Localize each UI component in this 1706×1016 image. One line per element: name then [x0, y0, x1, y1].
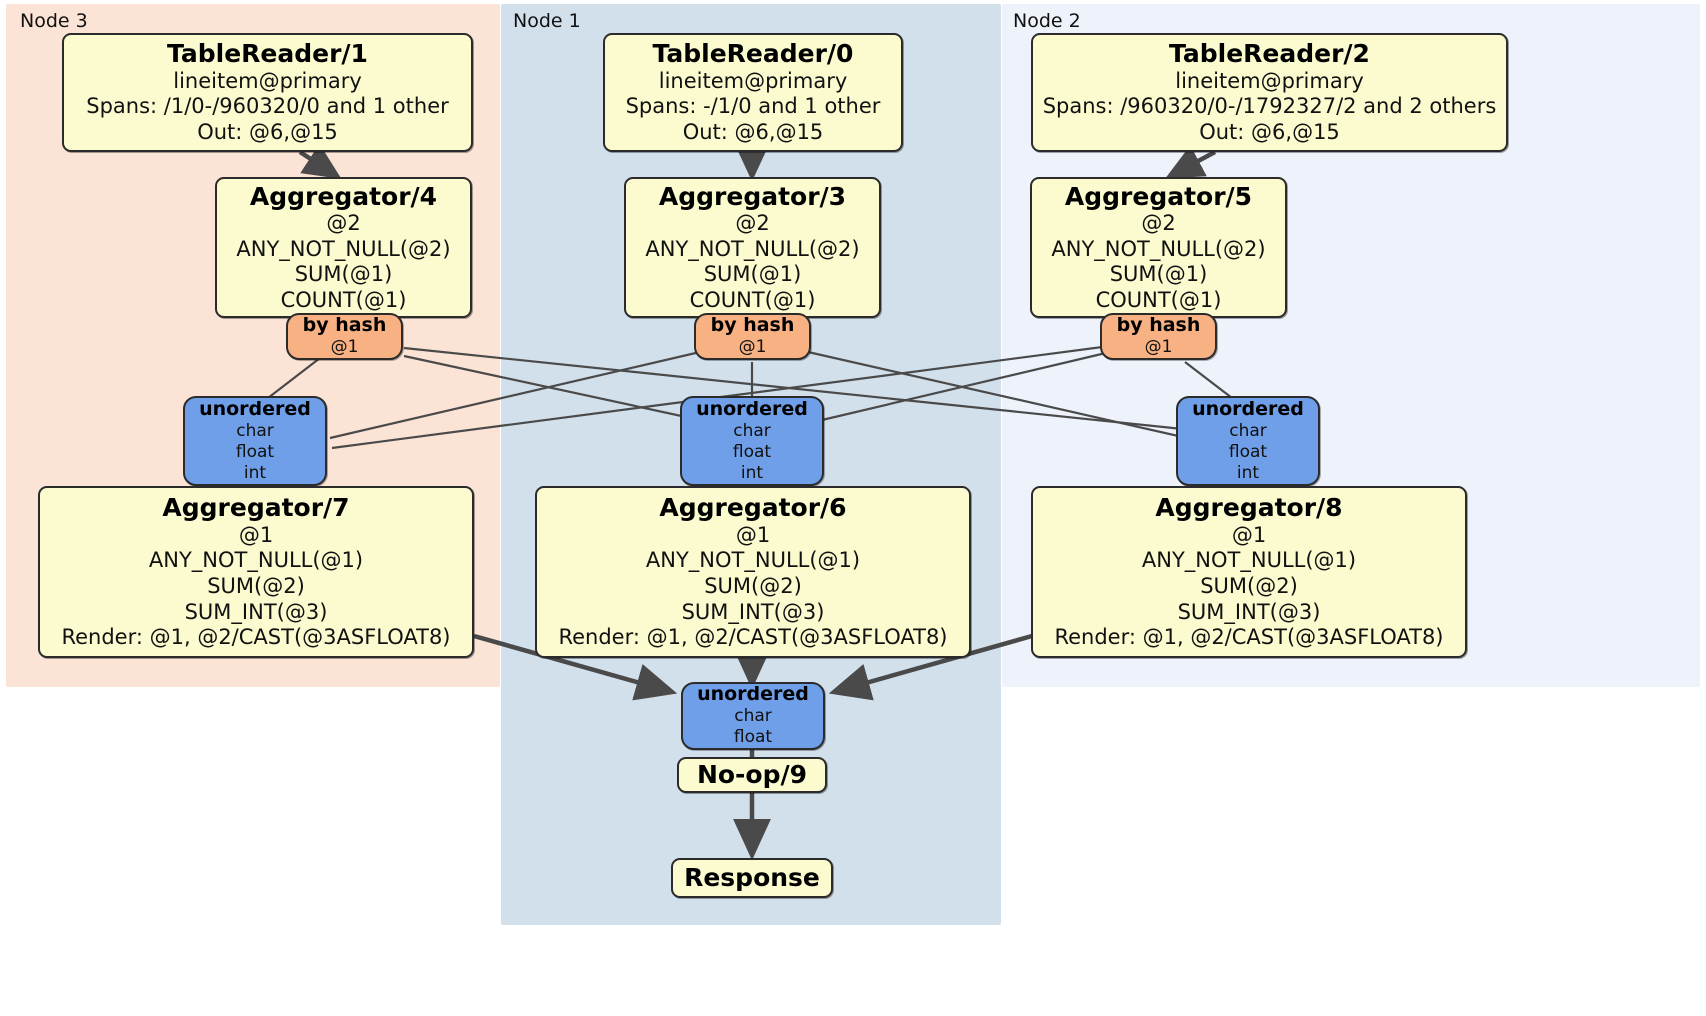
processor-tablereader-1[interactable]: TableReader/1 lineitem@primary Spans: /1… — [62, 33, 473, 152]
router-line: @1 — [330, 337, 359, 358]
router-title: unordered — [1192, 397, 1304, 420]
processor-title: No-op/9 — [696, 760, 808, 790]
processor-line: ANY_NOT_NULL(@1) — [645, 548, 861, 573]
output-router-by-hash-right[interactable]: by hash @1 — [1100, 313, 1217, 360]
router-title: by hash — [302, 314, 387, 337]
processor-title: TableReader/2 — [1169, 39, 1370, 69]
node-panel-label-node2: Node 2 — [1013, 10, 1081, 32]
processor-aggregator-8[interactable]: Aggregator/8 @1 ANY_NOT_NULL(@1) SUM(@2)… — [1031, 486, 1467, 658]
processor-title: Aggregator/4 — [249, 181, 438, 211]
processor-title: Aggregator/3 — [658, 181, 847, 211]
processor-title: Response — [684, 863, 820, 893]
processor-response[interactable]: Response — [671, 858, 833, 898]
router-line: int — [243, 463, 267, 484]
processor-title: Aggregator/8 — [1155, 493, 1343, 523]
processor-line: ANY_NOT_NULL(@2) — [1051, 236, 1266, 261]
processor-no-op-9[interactable]: No-op/9 — [677, 757, 827, 793]
processor-line: Out: @6,@15 — [197, 120, 338, 145]
input-sync-unordered-right[interactable]: unordered char float int — [1176, 396, 1320, 486]
processor-line: Spans: /960320/0-/1792327/2 and 2 others — [1042, 94, 1497, 119]
router-line: @1 — [738, 337, 767, 358]
router-line: char — [236, 420, 274, 441]
router-line: float — [732, 441, 772, 462]
processor-tablereader-0[interactable]: TableReader/0 lineitem@primary Spans: -/… — [603, 33, 903, 152]
processor-line: SUM(@1) — [294, 262, 393, 287]
router-line: @1 — [1144, 337, 1173, 358]
processor-line: SUM(@1) — [1109, 262, 1208, 287]
processor-line: COUNT(@1) — [1095, 287, 1222, 312]
router-title: unordered — [697, 683, 809, 706]
input-sync-unordered-mid[interactable]: unordered char float int — [680, 396, 824, 486]
input-sync-unordered-final[interactable]: unordered char float — [681, 682, 825, 750]
processor-line: SUM(@2) — [704, 573, 802, 598]
processor-line: ANY_NOT_NULL(@2) — [236, 236, 451, 261]
processor-line: @1 — [735, 522, 771, 547]
processor-line: ANY_NOT_NULL(@2) — [645, 236, 860, 261]
node-panel-label-node3: Node 3 — [20, 10, 88, 32]
processor-tablereader-2[interactable]: TableReader/2 lineitem@primary Spans: /9… — [1031, 33, 1508, 152]
processor-line: SUM_INT(@3) — [681, 599, 825, 624]
router-line: float — [1228, 441, 1268, 462]
processor-title: TableReader/1 — [167, 39, 368, 69]
processor-line: Out: @6,@15 — [682, 120, 824, 145]
processor-aggregator-7[interactable]: Aggregator/7 @1 ANY_NOT_NULL(@1) SUM(@2)… — [38, 486, 474, 658]
router-line: float — [733, 727, 773, 748]
processor-line: lineitem@primary — [173, 68, 362, 93]
processor-line: Render: @1, @2/CAST(@3ASFLOAT8) — [61, 625, 451, 650]
processor-line: Spans: -/1/0 and 1 other — [625, 94, 881, 119]
processor-line: @2 — [1141, 211, 1176, 236]
processor-line: ANY_NOT_NULL(@1) — [148, 548, 364, 573]
processor-line: SUM(@2) — [1200, 573, 1298, 598]
processor-aggregator-4[interactable]: Aggregator/4 @2 ANY_NOT_NULL(@2) SUM(@1)… — [215, 177, 472, 318]
router-line: char — [734, 706, 772, 727]
processor-line: Render: @1, @2/CAST(@3ASFLOAT8) — [1054, 625, 1444, 650]
router-title: unordered — [696, 397, 808, 420]
router-line: char — [1229, 420, 1267, 441]
router-title: by hash — [710, 314, 795, 337]
processor-aggregator-6[interactable]: Aggregator/6 @1 ANY_NOT_NULL(@1) SUM(@2)… — [535, 486, 971, 658]
processor-line: lineitem@primary — [658, 68, 848, 93]
router-title: unordered — [199, 397, 311, 420]
processor-line: ANY_NOT_NULL(@1) — [1141, 548, 1357, 573]
processor-line: @2 — [735, 211, 770, 236]
router-title: by hash — [1116, 314, 1201, 337]
router-line: float — [235, 441, 275, 462]
processor-line: SUM(@1) — [703, 262, 802, 287]
processor-title: TableReader/0 — [652, 39, 854, 69]
processor-title: Aggregator/5 — [1064, 181, 1253, 211]
processor-aggregator-5[interactable]: Aggregator/5 @2 ANY_NOT_NULL(@2) SUM(@1)… — [1030, 177, 1287, 318]
processor-line: @1 — [1231, 522, 1267, 547]
processor-line: Render: @1, @2/CAST(@3ASFLOAT8) — [558, 625, 948, 650]
processor-line: COUNT(@1) — [280, 287, 407, 312]
router-line: int — [1236, 463, 1260, 484]
output-router-by-hash-mid[interactable]: by hash @1 — [694, 313, 811, 360]
processor-line: SUM_INT(@3) — [184, 599, 328, 624]
processor-line: lineitem@primary — [1175, 68, 1364, 93]
processor-line: Spans: /1/0-/960320/0 and 1 other — [86, 94, 449, 119]
processor-line: COUNT(@1) — [689, 287, 816, 312]
processor-line: @2 — [326, 211, 361, 236]
processor-line: SUM(@2) — [207, 573, 305, 598]
input-sync-unordered-left[interactable]: unordered char float int — [183, 396, 327, 486]
router-line: int — [740, 463, 764, 484]
processor-title: Aggregator/7 — [162, 493, 350, 523]
processor-title: Aggregator/6 — [659, 493, 847, 523]
node-panel-label-node1: Node 1 — [513, 10, 581, 32]
processor-line: Out: @6,@15 — [1199, 120, 1340, 145]
processor-aggregator-3[interactable]: Aggregator/3 @2 ANY_NOT_NULL(@2) SUM(@1)… — [624, 177, 881, 318]
processor-line: SUM_INT(@3) — [1177, 599, 1321, 624]
router-line: char — [733, 420, 771, 441]
processor-line: @1 — [238, 522, 274, 547]
output-router-by-hash-left[interactable]: by hash @1 — [286, 313, 403, 360]
